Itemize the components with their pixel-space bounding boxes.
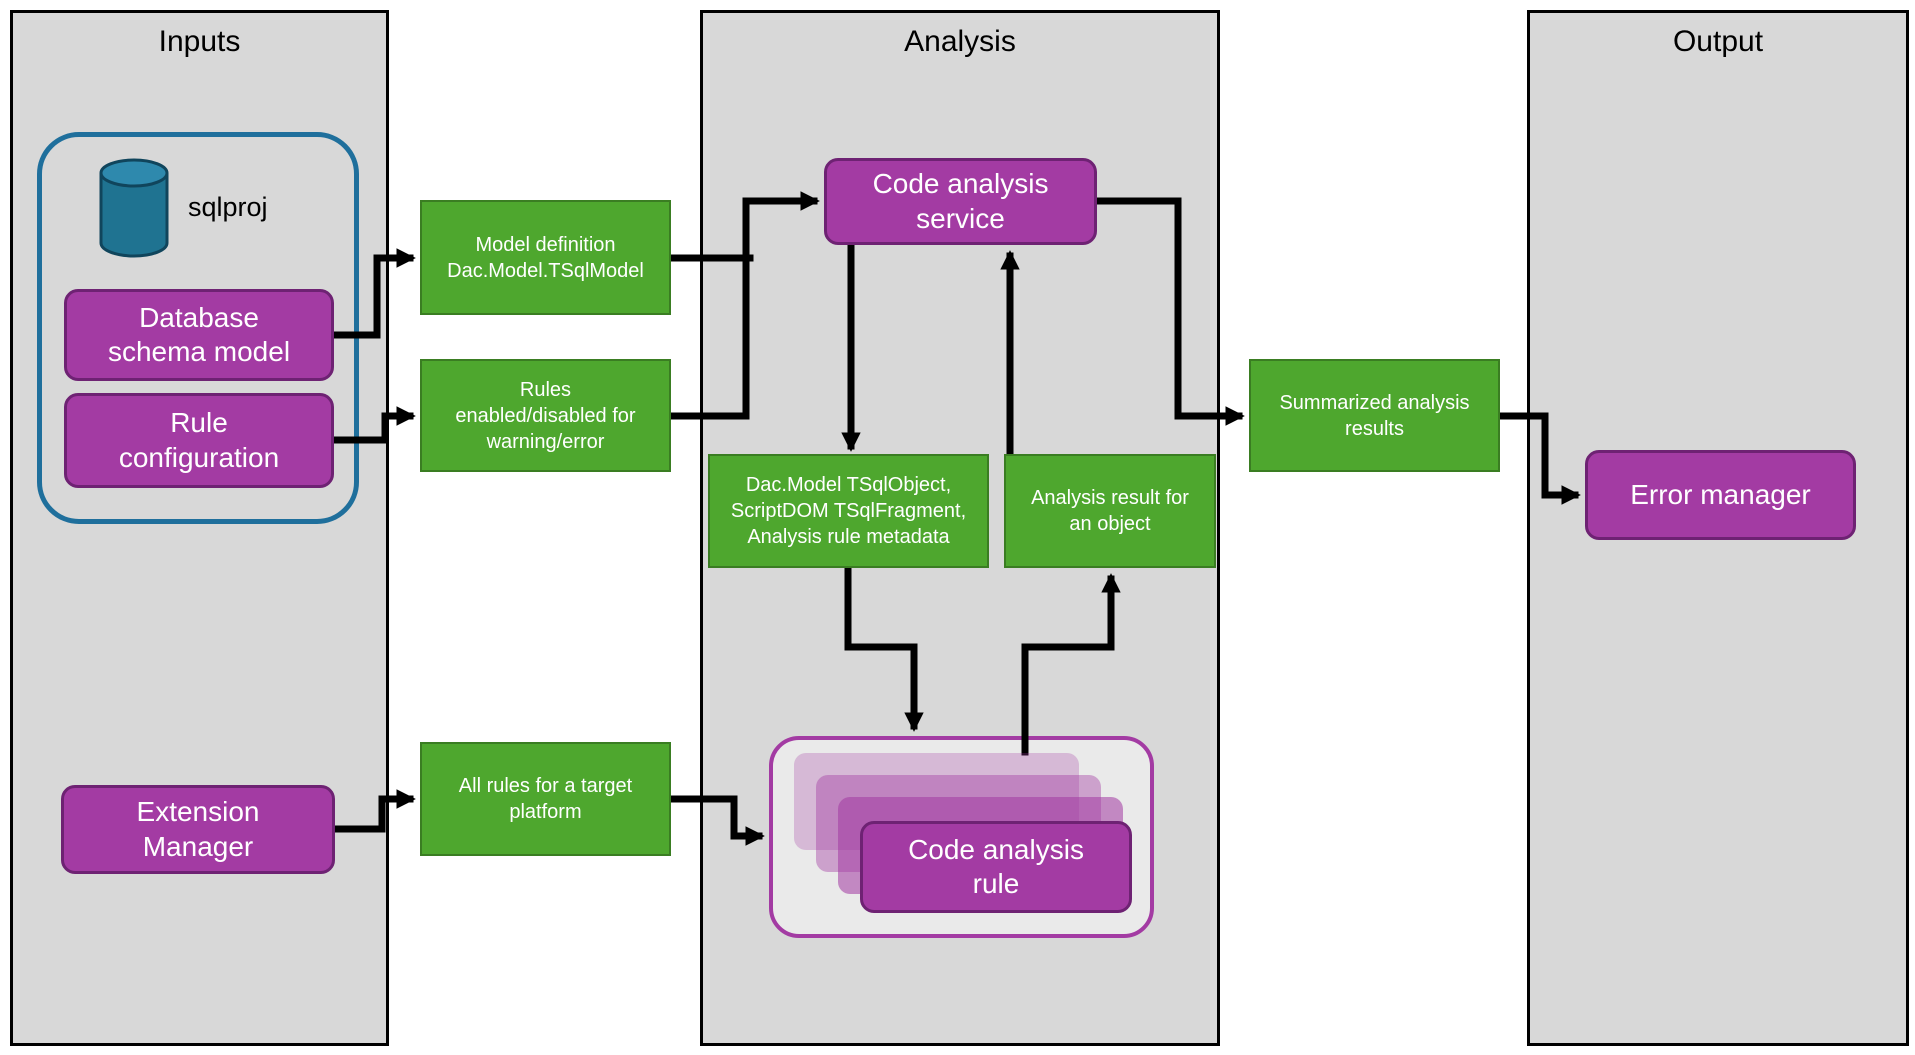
node-code-analysis-rule: Code analysis rule [860,821,1132,913]
arrow-summary-to-errormanager [1496,412,1581,505]
node-analysis-result: Analysis result for an object [1004,454,1216,568]
node-extension-manager: Extension Manager [61,785,335,874]
sqlproj-label: sqlproj [188,192,268,222]
node-database-schema-model: Database schema model [64,289,334,381]
database-cylinder-icon [99,158,169,258]
node-rule-configuration: Rule configuration [64,393,334,488]
arrow-extmgr-to-allrules [331,789,416,833]
node-error-manager: Error manager [1585,450,1856,540]
analysis-column-title: Analysis [904,25,1016,58]
arrow-service-to-summary [1093,197,1245,426]
node-object-metadata: Dac.Model TSqlObject, ScriptDOM TSqlFrag… [708,454,989,568]
arrow-objmeta-to-rulestack [844,564,924,732]
node-code-analysis-service: Code analysis service [824,158,1097,245]
arrow-rules-to-service [667,191,820,420]
output-column-title: Output [1672,25,1764,58]
arrow-rulestack-to-result [1021,573,1121,756]
node-all-rules-for-target: All rules for a target platform [420,742,671,856]
node-summarized-results: Summarized analysis results [1249,359,1500,472]
node-rules-enabled-disabled: Rules enabled/disabled for warning/error [420,359,671,472]
arrow-allrules-to-rulecontainer [667,795,765,846]
node-model-definition: Model definition Dac.Model.TSqlModel [420,200,671,315]
inputs-column-title: Inputs [158,25,241,58]
sqlproj-group-container [37,132,359,524]
arrow-dbschema-to-modeldef [330,248,416,339]
arrow-ruleconfig-to-rules [330,406,416,444]
